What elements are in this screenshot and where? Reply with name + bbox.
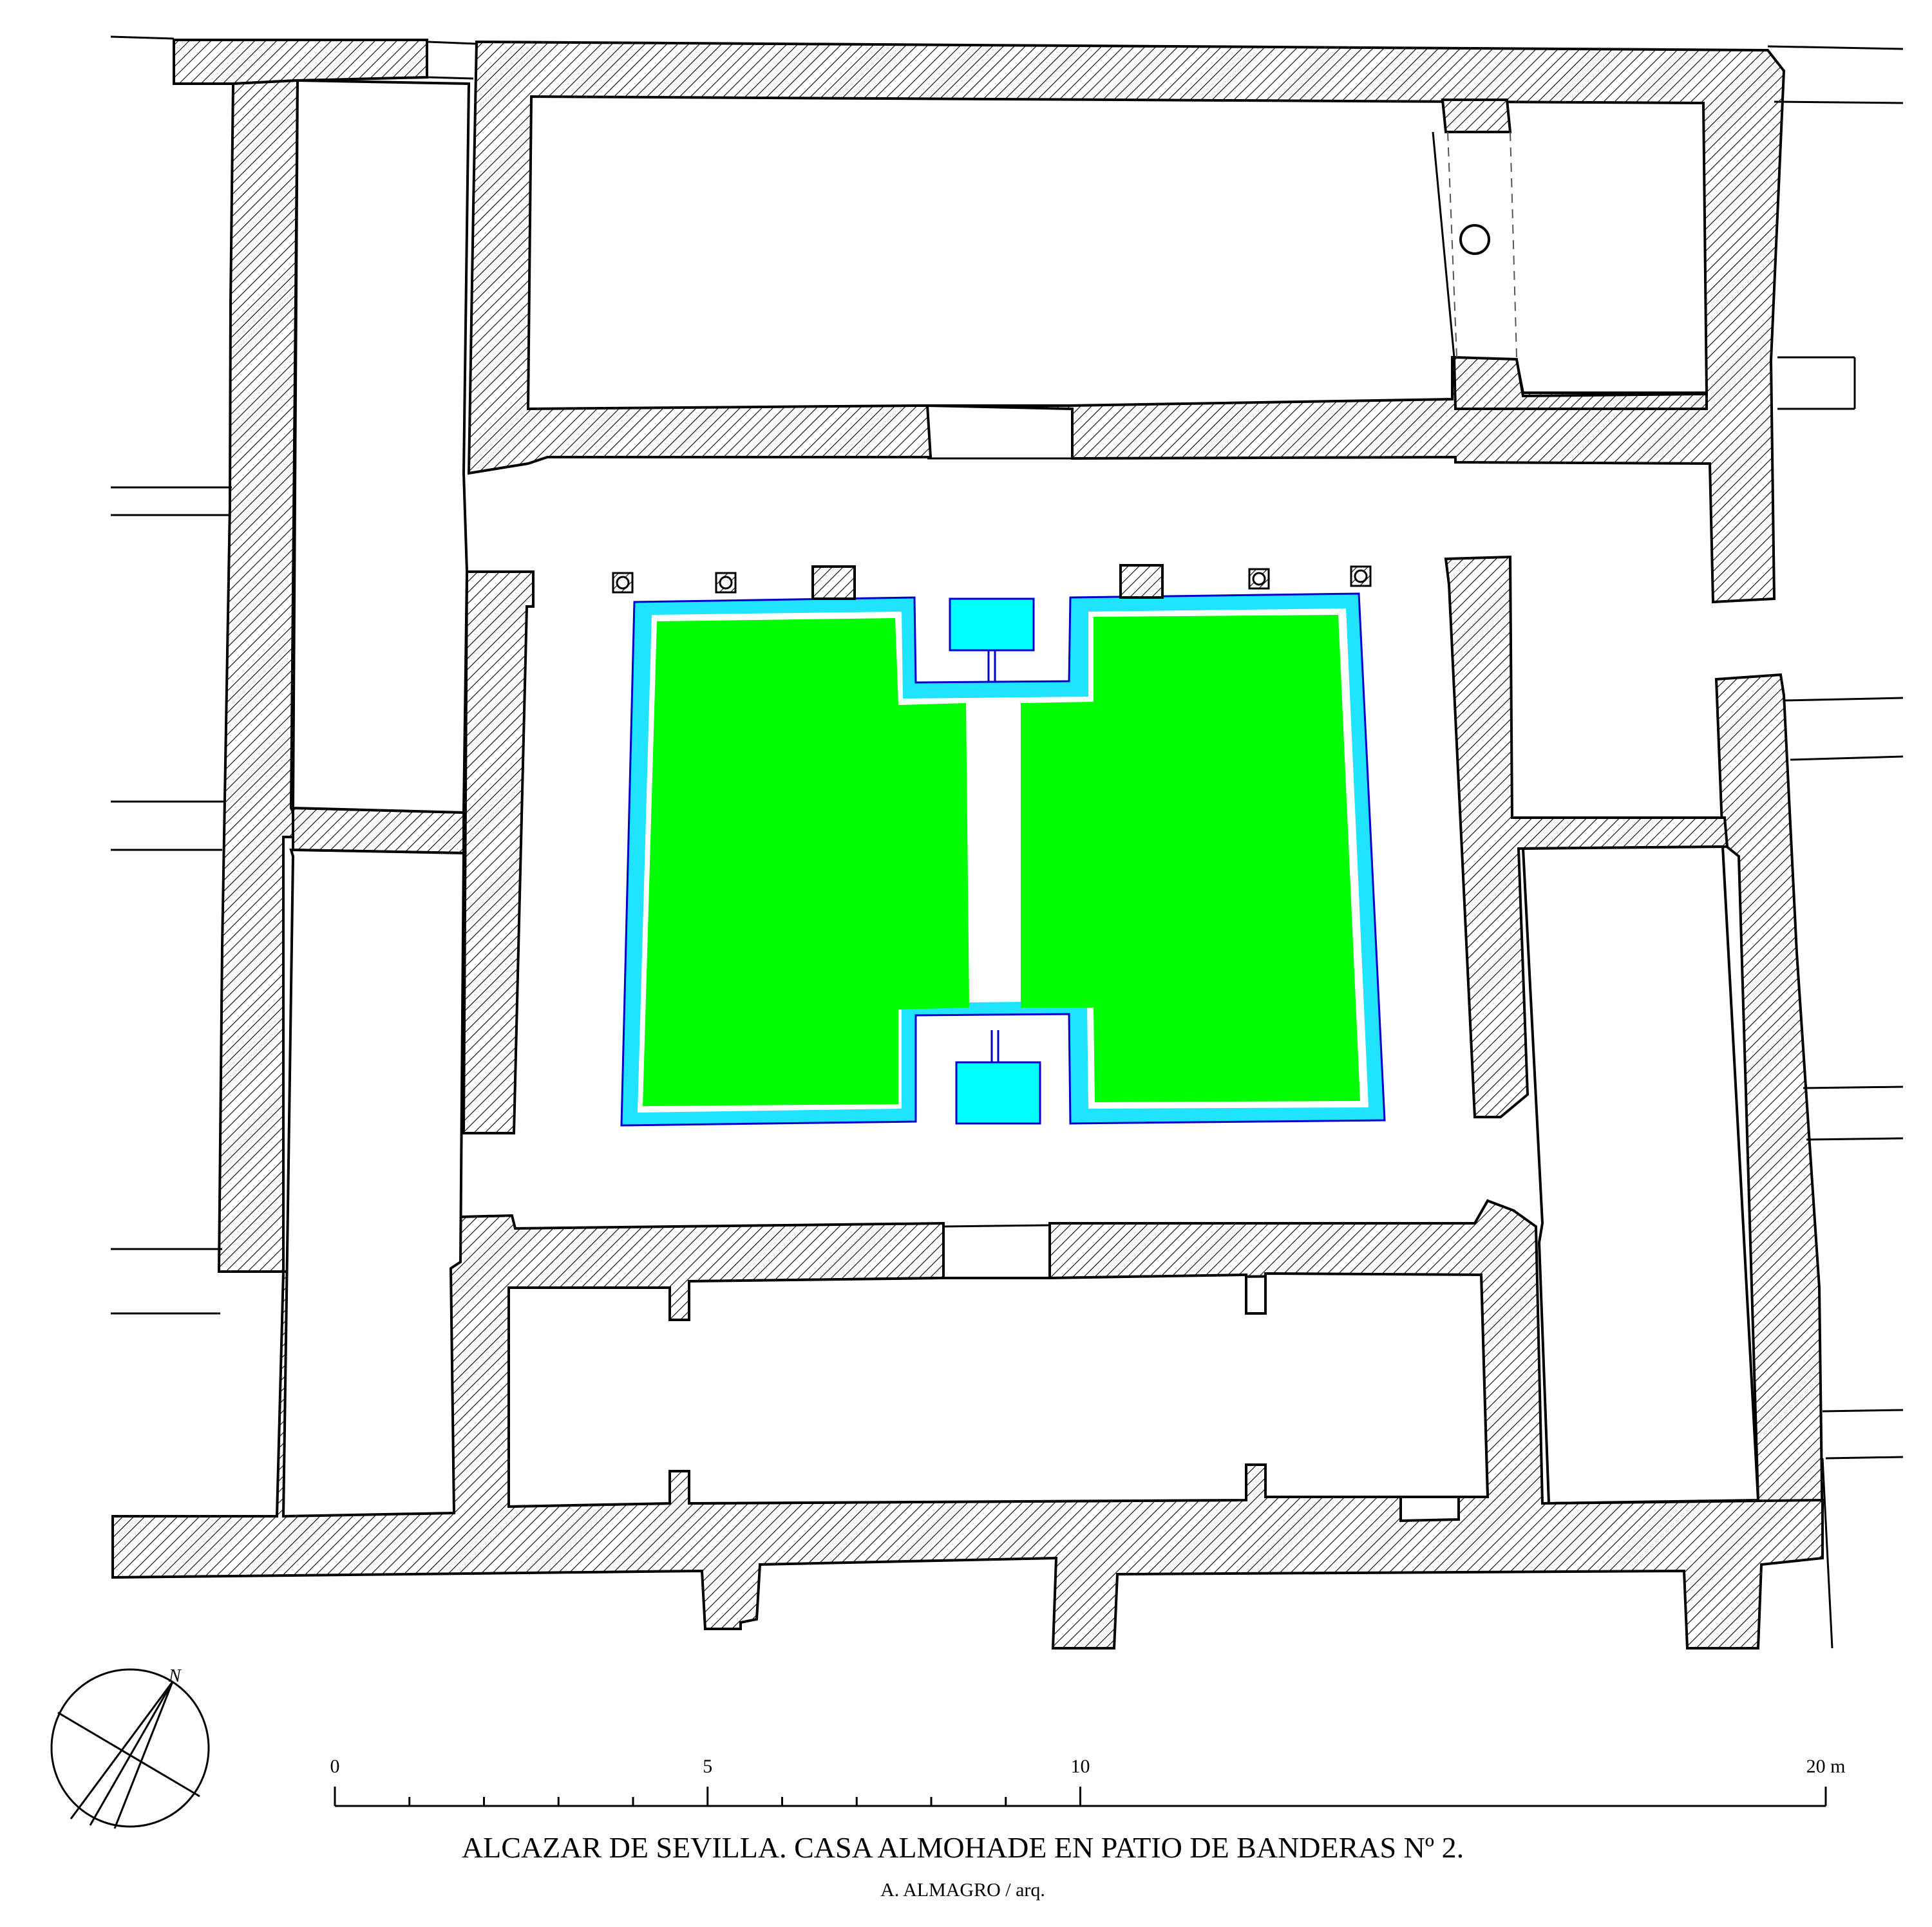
wall-top-left-cap <box>173 39 428 85</box>
scale-bar: 0 5 10 20 m <box>330 1756 1846 1807</box>
wall-right-inner <box>1444 555 1729 1118</box>
courtyard-garden <box>620 592 1386 1127</box>
pillar-right <box>1119 564 1164 599</box>
column-3 <box>1248 568 1270 590</box>
wall-top-divider-lower <box>1452 355 1708 410</box>
garden-bed-left <box>643 618 969 1106</box>
scale-label: 0 <box>330 1756 340 1777</box>
plan-title: ALCAZAR DE SEVILLA. CASA ALMOHADE EN PAT… <box>462 1831 1464 1864</box>
column-1 <box>612 572 634 594</box>
wall-bottom-step <box>1399 1496 1460 1523</box>
column-2 <box>715 572 737 594</box>
scale-label: 10 <box>1071 1756 1090 1777</box>
pool-top <box>949 597 1035 652</box>
north-label: N <box>168 1666 182 1686</box>
pool-bottom <box>955 1061 1041 1125</box>
compass-circle <box>50 1668 210 1828</box>
outer-context-lines <box>110 35 1904 1649</box>
wall-top-divider <box>1441 99 1512 133</box>
column-4 <box>1350 565 1372 587</box>
room-bottom-interior <box>507 1272 1490 1509</box>
courtyard-pillars <box>612 564 1372 600</box>
room-top-interior <box>526 95 1709 411</box>
scale-label: 5 <box>703 1756 712 1777</box>
author-credit: A. ALMAGRO / arq. <box>880 1879 1045 1901</box>
room-left-bottom-interior <box>281 848 466 1518</box>
north-compass: N <box>50 1666 210 1829</box>
wall-left-inner <box>462 570 535 1134</box>
garden-bed-right <box>1021 615 1360 1102</box>
pillar-left <box>811 565 856 600</box>
room-left-upper-interior <box>291 79 471 814</box>
wall-left-connector <box>292 806 465 855</box>
scale-label: 20 m <box>1806 1756 1846 1777</box>
walls <box>111 39 1824 1650</box>
column-base-circle <box>1459 224 1490 255</box>
room-right-interior <box>1521 845 1760 1505</box>
